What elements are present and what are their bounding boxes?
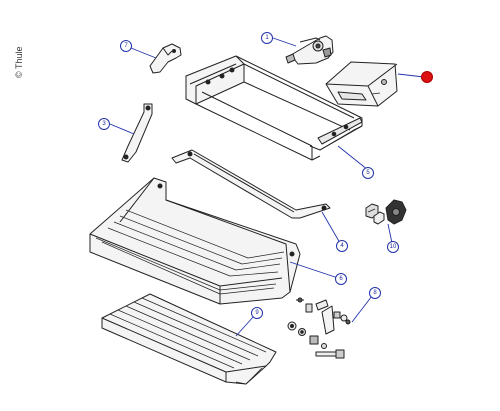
- callout-9: 9: [251, 307, 263, 319]
- callout-7: 7: [120, 40, 132, 52]
- svg-text:3: 3: [102, 121, 106, 127]
- svg-text:5: 5: [366, 170, 370, 176]
- axle-part: [171, 149, 331, 219]
- svg-text:8: 8: [373, 290, 377, 296]
- tread-plate-part: [101, 293, 277, 385]
- control-box-part: [325, 61, 398, 107]
- callout-2-highlight: [421, 71, 433, 83]
- callout-4: 4: [336, 240, 348, 252]
- hardware-part: [287, 297, 351, 359]
- svg-text:6: 6: [339, 276, 343, 282]
- leader-lines: [109, 37, 425, 337]
- callout-group: 7 1 3 5 4 10: [98, 32, 433, 319]
- step-frame-part: [89, 177, 301, 305]
- frame-part: [185, 55, 363, 161]
- knob-part: [365, 199, 407, 225]
- callout-6: 6: [335, 273, 347, 285]
- callout-3: 3: [98, 118, 110, 130]
- motor-part: [285, 35, 334, 65]
- svg-text:1: 1: [265, 35, 269, 41]
- bracket-part: [149, 43, 182, 74]
- svg-text:4: 4: [340, 243, 344, 249]
- callout-8: 8: [369, 287, 381, 299]
- callout-1: 1: [261, 32, 273, 44]
- svg-text:9: 9: [255, 310, 259, 316]
- callout-5: 5: [362, 167, 374, 179]
- svg-text:7: 7: [124, 43, 128, 49]
- callout-10: 10: [387, 241, 399, 253]
- svg-text:10: 10: [390, 244, 397, 250]
- arm-part: [121, 103, 153, 163]
